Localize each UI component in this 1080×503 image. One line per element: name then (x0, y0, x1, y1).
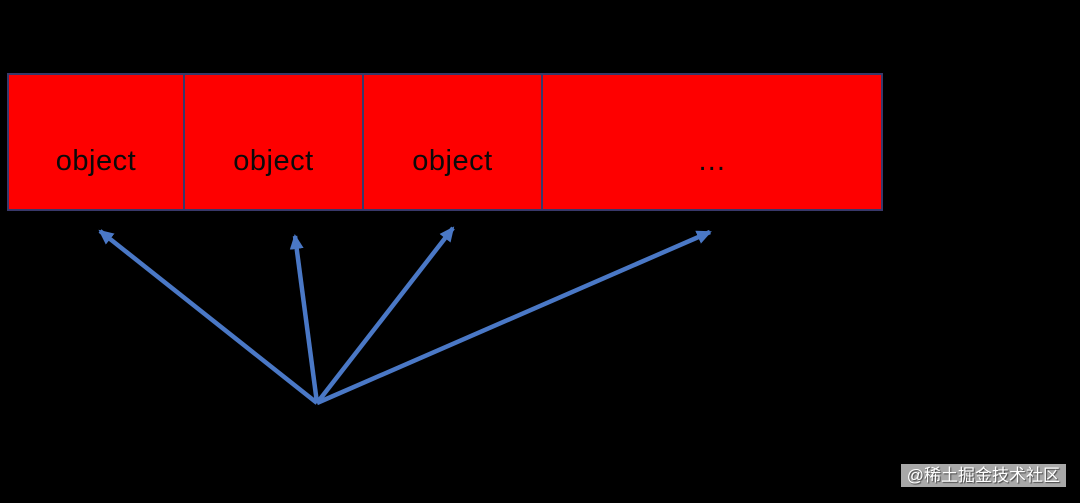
array-cell-3: object (364, 75, 543, 209)
cell-label: object (55, 144, 137, 177)
reference-arrow-4 (316, 229, 712, 406)
object-array: object object object … (7, 73, 883, 211)
array-cell-ellipsis: … (543, 75, 881, 209)
arrow-lines (98, 226, 712, 406)
reference-arrow-3 (315, 226, 455, 405)
ellipsis-label: … (697, 144, 727, 177)
cell-label: object (233, 144, 314, 177)
reference-arrow-1 (98, 229, 319, 405)
array-cell-1: object (9, 75, 185, 209)
watermark-badge: @稀土掘金技术社区 (900, 464, 1066, 487)
cell-label: object (412, 144, 493, 177)
reference-arrow-2 (289, 234, 320, 404)
watermark-text: @稀土掘金技术社区 (906, 466, 1060, 485)
array-cell-2: object (185, 75, 364, 209)
